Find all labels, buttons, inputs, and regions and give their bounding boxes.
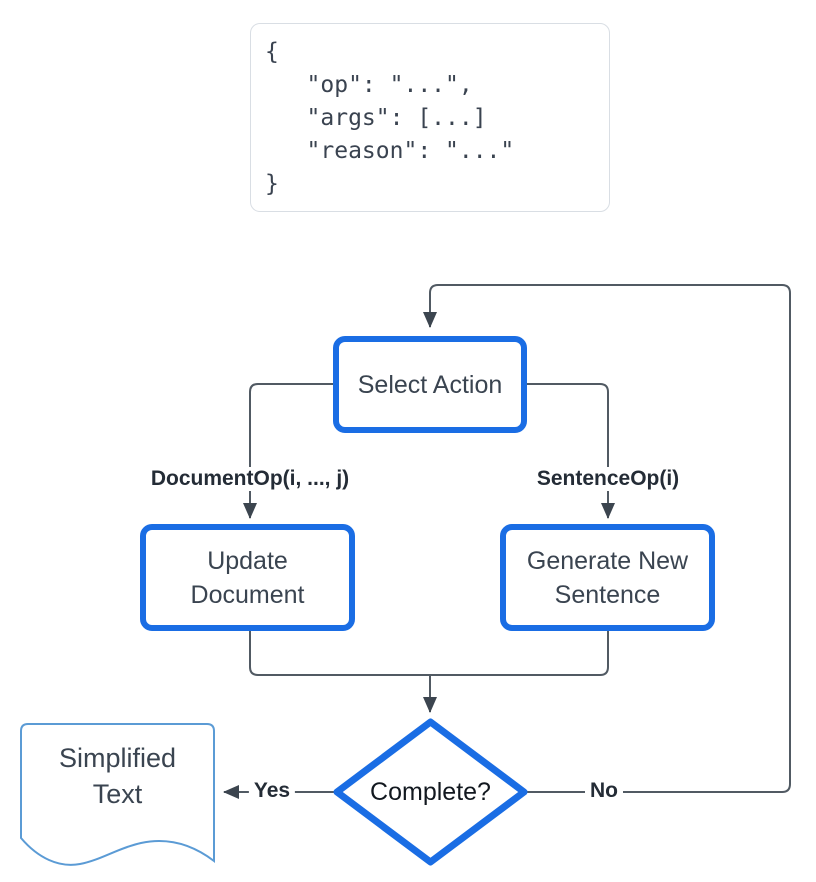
connector-generate-merge bbox=[430, 631, 609, 676]
document-label-line2: Text bbox=[92, 779, 143, 809]
connector-select-to-generate bbox=[527, 383, 615, 519]
edge-label-document-op: DocumentOp(i, ..., j) bbox=[145, 467, 355, 491]
node-select-action-label: Select Action bbox=[357, 370, 503, 399]
node-update-document: Update Document bbox=[140, 524, 355, 631]
node-update-document-line2: Document bbox=[190, 580, 305, 609]
document-label: Simplified Text bbox=[30, 740, 205, 812]
connector-no-loop bbox=[423, 284, 791, 793]
code-block: { "op": "...", "args": [...] "reason": "… bbox=[250, 23, 610, 212]
node-generate-new-sentence: Generate New Sentence bbox=[500, 524, 715, 631]
document-label-line1: Simplified bbox=[58, 743, 177, 773]
edge-label-sentence-op: SentenceOp(i) bbox=[531, 467, 685, 491]
document-shape bbox=[20, 723, 215, 866]
edge-label-no: No bbox=[585, 779, 623, 803]
code-text: { "op": "...", "args": [...] "reason": "… bbox=[265, 39, 515, 197]
node-generate-new-sentence-line1: Generate New bbox=[526, 546, 689, 575]
node-update-document-line1: Update bbox=[207, 546, 288, 575]
connector-update-merge bbox=[249, 631, 430, 676]
node-generate-new-sentence-line2: Sentence bbox=[554, 580, 661, 609]
connector-select-to-update bbox=[243, 383, 333, 519]
decision-label: Complete? bbox=[370, 777, 491, 806]
node-select-action: Select Action bbox=[333, 336, 527, 433]
edge-label-yes: Yes bbox=[248, 779, 296, 803]
decision-diamond bbox=[333, 718, 528, 866]
